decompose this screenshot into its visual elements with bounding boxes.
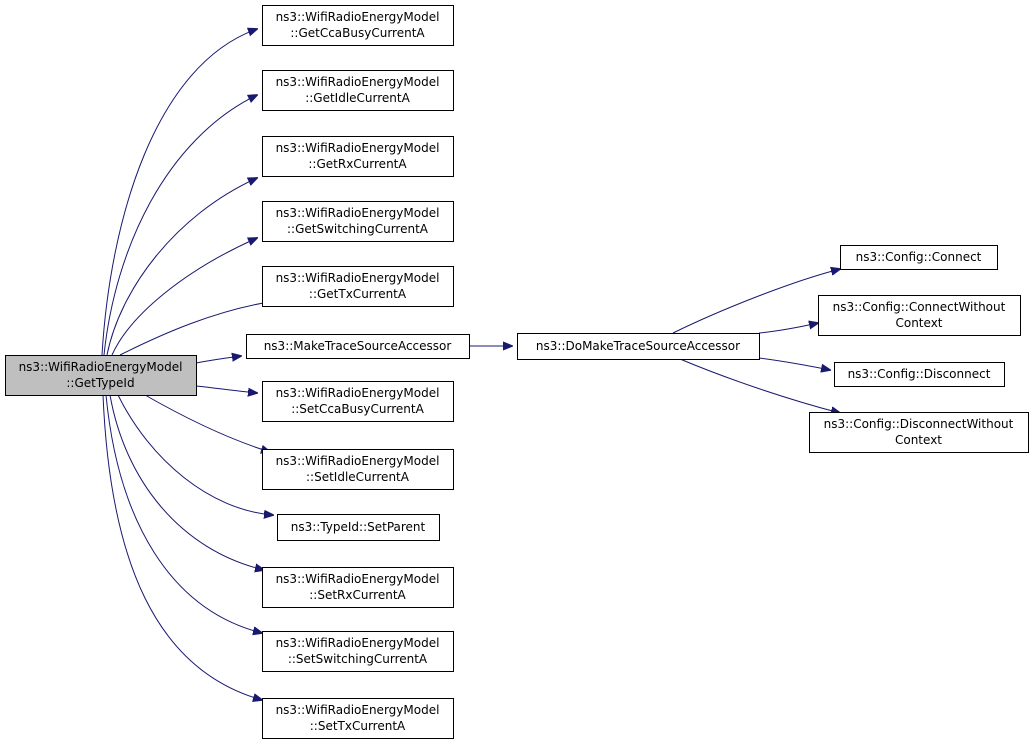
node-disconnect[interactable]: ns3::Config::Disconnect <box>834 362 1005 387</box>
node-setidle[interactable]: ns3::WifiRadioEnergyModel::SetIdleCurren… <box>262 449 454 490</box>
node-label-gettx-line-1: ::GetTxCurrentA <box>309 287 407 301</box>
node-root[interactable]: ns3::WifiRadioEnergyModel::GetTypeId <box>5 355 197 396</box>
node-label-settx-line-1: ::SetTxCurrentA <box>310 719 406 733</box>
node-label-setrx-line-1: ::SetRxCurrentA <box>309 588 406 602</box>
node-box-root <box>5 355 197 396</box>
edge-root-to-maketrace <box>195 356 241 364</box>
node-box-connect <box>840 245 998 270</box>
node-domake[interactable]: ns3::DoMakeTraceSourceAccessor <box>517 333 760 360</box>
edge-root-to-setcca <box>195 385 257 393</box>
node-box-connectwo <box>818 295 1021 336</box>
node-box-maketrace <box>246 334 470 359</box>
node-box-getcca <box>262 5 454 46</box>
node-maketrace[interactable]: ns3::MakeTraceSourceAccessor <box>246 334 470 359</box>
node-label-getrx-line-0: ns3::WifiRadioEnergyModel <box>276 141 440 155</box>
node-label-disconnect-line-0: ns3::Config::Disconnect <box>848 367 991 381</box>
node-label-setswitch-line-0: ns3::WifiRadioEnergyModel <box>276 636 440 650</box>
node-setswitch[interactable]: ns3::WifiRadioEnergyModel::SetSwitchingC… <box>262 631 454 672</box>
edge-root-to-setidle <box>144 394 270 452</box>
node-label-connectwo-line-1: Context <box>895 316 942 330</box>
node-getswitch[interactable]: ns3::WifiRadioEnergyModel::GetSwitchingC… <box>262 201 454 242</box>
edge-domake-to-disconnectwo <box>679 358 840 413</box>
node-settx[interactable]: ns3::WifiRadioEnergyModel::SetTxCurrentA <box>262 698 454 739</box>
node-label-maketrace-line-0: ns3::MakeTraceSourceAccessor <box>264 339 452 353</box>
node-label-setswitch-line-1: ::SetSwitchingCurrentA <box>288 652 428 666</box>
node-box-getidle <box>262 70 454 111</box>
node-getcca[interactable]: ns3::WifiRadioEnergyModel::GetCcaBusyCur… <box>262 5 454 46</box>
node-label-getrx-line-1: ::GetRxCurrentA <box>308 157 407 171</box>
node-label-setcca-line-1: ::SetCcaBusyCurrentA <box>291 402 424 416</box>
node-box-settx <box>262 698 454 739</box>
node-label-gettx-line-0: ns3::WifiRadioEnergyModel <box>276 271 440 285</box>
node-setrx[interactable]: ns3::WifiRadioEnergyModel::SetRxCurrentA <box>262 567 454 608</box>
node-label-setidle-line-0: ns3::WifiRadioEnergyModel <box>276 454 440 468</box>
node-label-disconnectwo-line-1: Context <box>895 433 942 447</box>
node-box-setidle <box>262 449 454 490</box>
node-label-connect-line-0: ns3::Config::Connect <box>856 250 982 264</box>
node-label-getcca-line-0: ns3::WifiRadioEnergyModel <box>276 10 440 24</box>
edge-root-to-gettx <box>119 301 275 356</box>
edge-root-to-setrx <box>109 394 264 570</box>
nodes-layer: ns3::WifiRadioEnergyModel::GetTypeIdns3:… <box>5 5 1029 739</box>
node-box-setswitch <box>262 631 454 672</box>
node-label-getswitch-line-0: ns3::WifiRadioEnergyModel <box>276 206 440 220</box>
node-label-settx-line-0: ns3::WifiRadioEnergyModel <box>276 703 440 717</box>
node-connect[interactable]: ns3::Config::Connect <box>840 245 998 270</box>
node-label-disconnectwo-line-0: ns3::Config::DisconnectWithout <box>824 417 1014 431</box>
node-box-gettx <box>262 266 454 307</box>
node-box-getswitch <box>262 201 454 242</box>
node-label-getswitch-line-1: ::GetSwitchingCurrentA <box>287 222 429 236</box>
node-box-disconnect <box>834 362 1005 387</box>
node-label-connectwo-line-0: ns3::Config::ConnectWithout <box>833 300 1006 314</box>
node-label-domake-line-0: ns3::DoMakeTraceSourceAccessor <box>536 339 740 353</box>
node-setparent[interactable]: ns3::TypeId::SetParent <box>277 514 440 541</box>
node-box-getrx <box>262 136 454 177</box>
edge-root-to-settx <box>102 394 262 700</box>
edge-root-to-getrx <box>106 178 257 356</box>
edge-root-to-getcca <box>101 29 257 356</box>
node-label-getcca-line-1: ::GetCcaBusyCurrentA <box>290 26 425 40</box>
edge-root-to-setparent <box>117 394 273 515</box>
node-box-setcca <box>262 381 454 422</box>
node-gettx[interactable]: ns3::WifiRadioEnergyModel::GetTxCurrentA <box>262 266 454 307</box>
node-label-getidle-line-0: ns3::WifiRadioEnergyModel <box>276 75 440 89</box>
node-setcca[interactable]: ns3::WifiRadioEnergyModel::SetCcaBusyCur… <box>262 381 454 422</box>
node-getidle[interactable]: ns3::WifiRadioEnergyModel::GetIdleCurren… <box>262 70 454 111</box>
node-box-disconnectwo <box>809 412 1029 453</box>
edge-root-to-setswitch <box>105 394 262 633</box>
node-label-setparent-line-0: ns3::TypeId::SetParent <box>291 520 426 534</box>
node-label-root-line-0: ns3::WifiRadioEnergyModel <box>19 360 183 374</box>
node-label-root-line-1: ::GetTypeId <box>66 376 134 390</box>
edge-domake-to-connectwo <box>758 323 818 334</box>
node-box-setrx <box>262 567 454 608</box>
node-box-setparent <box>277 514 440 541</box>
edge-domake-to-disconnect <box>758 357 830 370</box>
node-box-domake <box>517 333 760 360</box>
node-label-getidle-line-1: ::GetIdleCurrentA <box>305 91 410 105</box>
node-label-setrx-line-0: ns3::WifiRadioEnergyModel <box>276 572 440 586</box>
node-label-setcca-line-0: ns3::WifiRadioEnergyModel <box>276 386 440 400</box>
node-getrx[interactable]: ns3::WifiRadioEnergyModel::GetRxCurrentA <box>262 136 454 177</box>
edge-root-to-getswitch <box>111 238 257 356</box>
edge-root-to-getidle <box>103 95 257 356</box>
node-label-setidle-line-1: ::SetIdleCurrentA <box>306 470 410 484</box>
edges-layer <box>101 29 840 700</box>
edge-domake-to-connect <box>672 269 840 334</box>
